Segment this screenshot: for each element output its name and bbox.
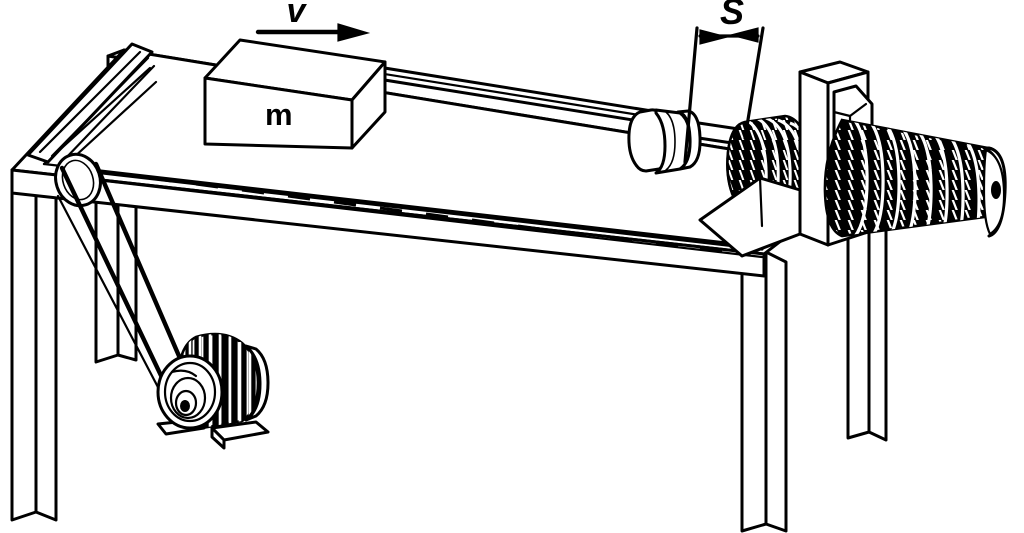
stroke-dimension — [683, 26, 765, 164]
mass-label: m — [265, 97, 293, 132]
stroke-label: S — [720, 0, 744, 32]
table-leg-front-left — [10, 158, 58, 522]
motor-pulley — [156, 354, 224, 430]
velocity-label: v — [287, 0, 308, 30]
table-leg-front-right — [740, 250, 788, 533]
support-table-frame-front — [10, 168, 766, 278]
velocity-arrow — [255, 23, 371, 42]
mass-block — [203, 38, 387, 150]
plate-support-bracket — [698, 176, 802, 258]
toothed-drive-track — [58, 166, 764, 259]
left-guide-channel — [26, 42, 156, 164]
